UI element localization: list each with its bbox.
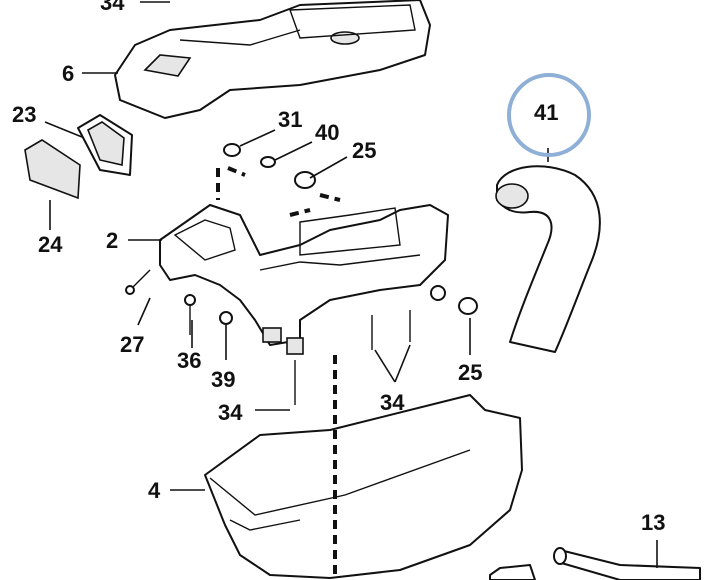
label-2: 2 [106,228,118,253]
label-34-bottom: 34 [218,400,243,425]
label-31: 31 [278,107,302,132]
label-6: 6 [62,61,74,86]
label-25-top: 25 [352,138,376,163]
leader-lines [44,1,658,568]
label-25-right: 25 [458,360,482,385]
label-27: 27 [120,332,144,357]
parts-31-40-25-hardware [223,143,316,189]
highlight-ring-41 [507,73,591,157]
part-6-console-cover [114,0,431,119]
part-41-duct [495,165,601,353]
part-23-frame [77,114,133,176]
part-2-main-bracket [159,204,449,355]
assembly-dashed-lines [216,166,341,575]
label-40: 40 [315,120,339,145]
part-4-lower-tray [204,394,523,579]
part-24-cover [24,139,81,200]
label-24: 24 [38,232,63,257]
label-39: 39 [211,367,235,392]
label-41: 41 [534,100,558,125]
label-34-mid: 34 [380,390,405,415]
label-23: 23 [12,102,36,127]
label-34-top: 34 [100,0,125,15]
label-36: 36 [177,348,201,373]
bottom-bracket-fragment [489,564,536,580]
part-13-pipe [553,547,701,580]
callout-labels: 34 6 23 24 31 40 25 41 2 27 36 39 25 34 … [12,0,665,535]
label-13: 13 [641,510,665,535]
label-4: 4 [148,478,161,503]
screws [125,269,478,405]
